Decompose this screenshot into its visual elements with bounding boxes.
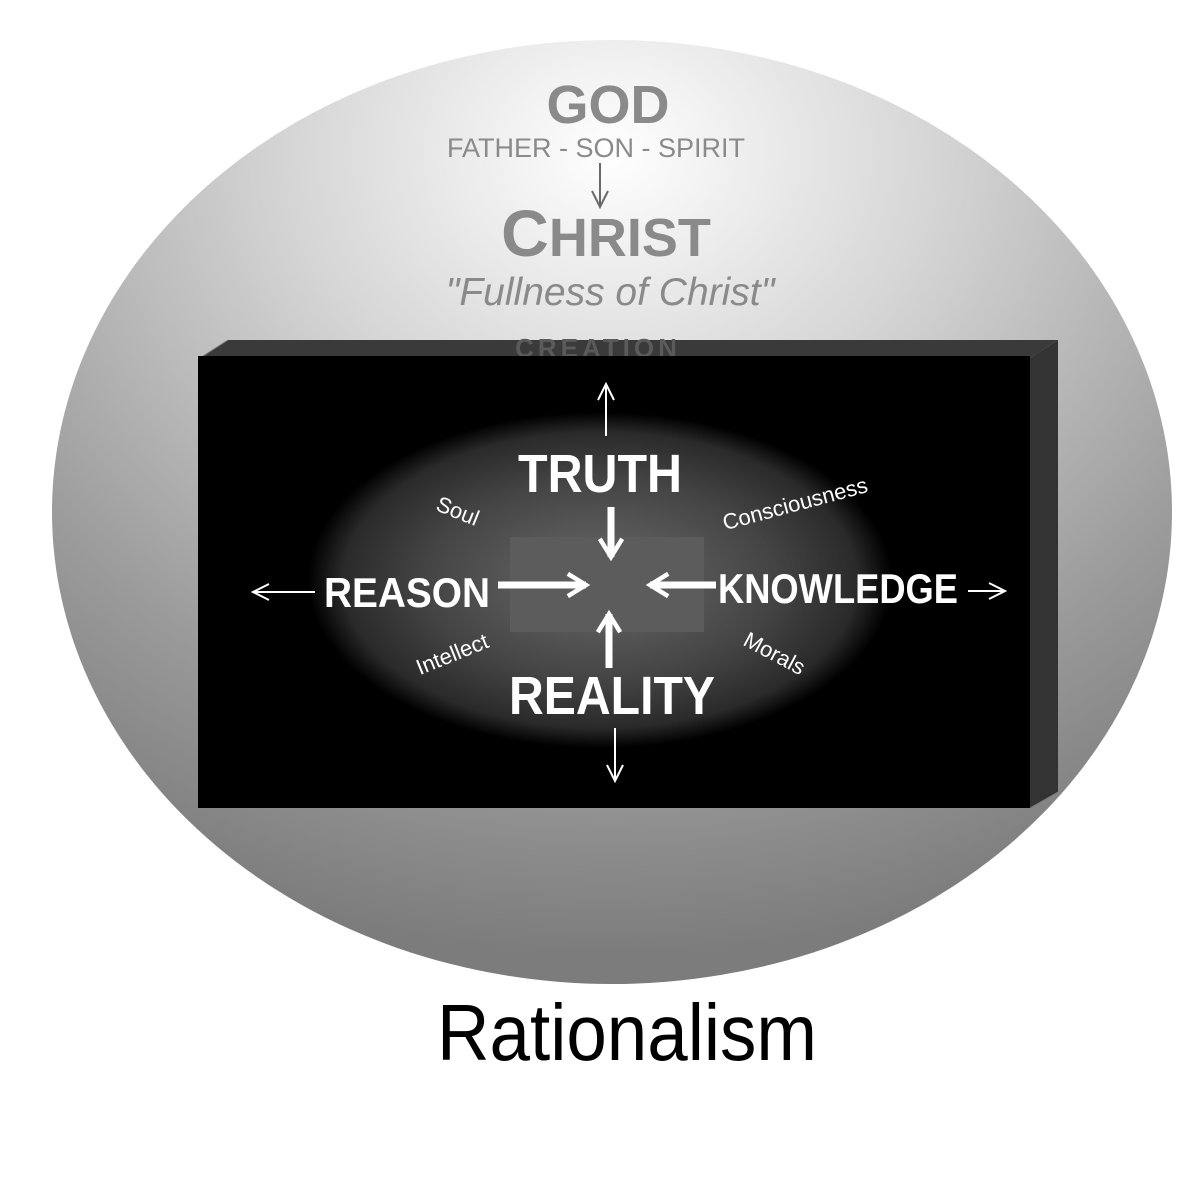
christ-rest: HRIST: [549, 208, 711, 268]
creation-box-top: [200, 340, 1058, 358]
knowledge-label: KNOWLEDGE: [718, 565, 958, 612]
fullness-label: "Fullness of Christ": [446, 271, 777, 314]
caption-rationalism: Rationalism: [437, 988, 817, 1077]
trinity-label: FATHER - SON - SPIRIT: [447, 133, 745, 163]
creation-box-side: [1030, 340, 1058, 808]
reality-label: REALITY: [509, 666, 715, 726]
truth-label: TRUTH: [518, 444, 682, 504]
christ-label: CHRIST: [501, 196, 711, 270]
christ-initial: C: [501, 196, 549, 270]
reason-label: REASON: [324, 569, 490, 616]
god-label: GOD: [546, 75, 669, 135]
